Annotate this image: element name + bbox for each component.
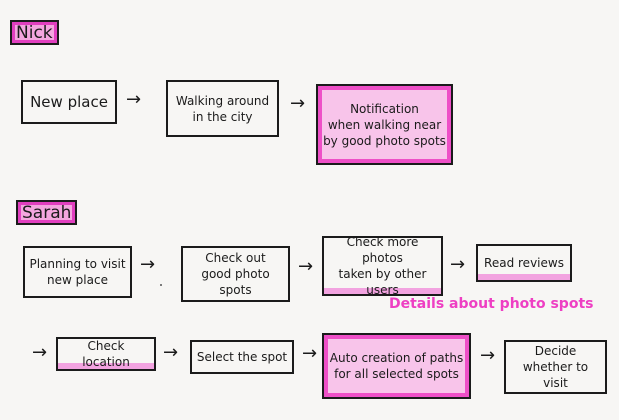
arrow-right-icon: → bbox=[480, 345, 496, 366]
sarah-step-read-reviews: Read reviews bbox=[476, 244, 572, 282]
arrow-right-icon: → bbox=[302, 343, 318, 364]
sarah-step-auto-paths: Auto creation of paths for all selected … bbox=[322, 333, 471, 399]
arrow-right-icon: → bbox=[140, 254, 156, 275]
arrow-right-icon: → bbox=[290, 93, 306, 114]
arrow-right-icon: → bbox=[126, 89, 142, 110]
pencil-dot bbox=[160, 284, 162, 286]
sarah-step-decide: Decide whether to visit bbox=[504, 340, 607, 394]
nick-step-new-place: New place bbox=[21, 80, 117, 124]
sarah-step-select-spot: Select the spot bbox=[190, 340, 294, 374]
nick-step-walking-around: Walking around in the city bbox=[166, 80, 279, 137]
arrow-right-icon: → bbox=[32, 342, 48, 363]
arrow-right-icon: → bbox=[450, 254, 466, 275]
arrow-right-icon: → bbox=[298, 256, 314, 277]
sarah-step-check-out-spots: Check out good photo spots bbox=[181, 246, 290, 302]
sarah-step-more-photos: Check more photos taken by other users bbox=[322, 235, 443, 297]
annotation-photo-spot-details: Details about photo spots bbox=[389, 296, 594, 312]
persona-label-sarah: Sarah bbox=[16, 200, 78, 225]
nick-step-notification: Notification when walking near by good p… bbox=[316, 84, 453, 165]
arrow-right-icon: → bbox=[163, 342, 179, 363]
sarah-step-planning: Planning to visit new place bbox=[23, 246, 132, 298]
sarah-step-check-location: Check location bbox=[56, 337, 156, 371]
persona-label-nick: Nick bbox=[10, 20, 59, 45]
